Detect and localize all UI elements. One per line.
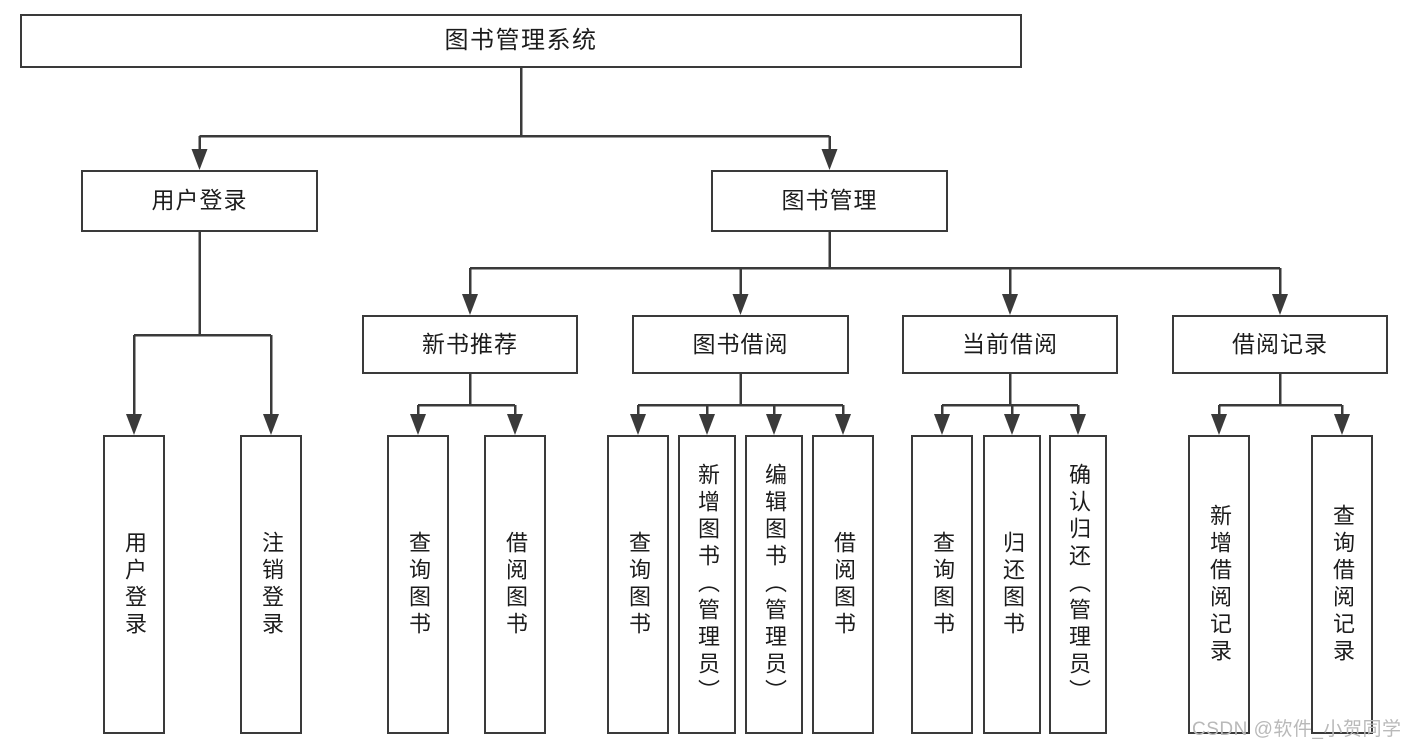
leaf-confirm-return[interactable]: 确认归还（管理员） [1049, 435, 1107, 734]
leaf-query-book-1-label: 查询图书 [406, 530, 431, 639]
leaf-query-book-1[interactable]: 查询图书 [387, 435, 449, 734]
leaf-borrow-book-2-label: 借阅图书 [831, 530, 856, 639]
node-current-borrow[interactable]: 当前借阅 [902, 315, 1118, 374]
leaf-user-login[interactable]: 用户登录 [103, 435, 165, 734]
leaf-add-record[interactable]: 新增借阅记录 [1188, 435, 1250, 734]
leaf-add-book-label: 新增图书（管理员） [695, 463, 720, 706]
leaf-return-book[interactable]: 归还图书 [983, 435, 1041, 734]
node-book-borrow[interactable]: 图书借阅 [632, 315, 849, 374]
node-new-book-rec[interactable]: 新书推荐 [362, 315, 578, 374]
leaf-edit-book[interactable]: 编辑图书（管理员） [745, 435, 803, 734]
watermark: CSDN @软件_小贺同学 [1192, 719, 1402, 740]
leaf-return-book-label: 归还图书 [1000, 530, 1025, 639]
leaf-add-record-label: 新增借阅记录 [1207, 503, 1232, 666]
leaf-query-book-3-label: 查询图书 [930, 530, 955, 639]
leaf-query-record-label: 查询借阅记录 [1330, 503, 1355, 666]
leaf-borrow-book-2[interactable]: 借阅图书 [812, 435, 874, 734]
leaf-query-book-3[interactable]: 查询图书 [911, 435, 973, 734]
node-root-label: 图书管理系统 [444, 26, 598, 54]
node-book-borrow-label: 图书借阅 [692, 330, 789, 357]
leaf-query-book-2[interactable]: 查询图书 [607, 435, 669, 734]
node-current-borrow-label: 当前借阅 [962, 330, 1058, 357]
leaf-user-logout[interactable]: 注销登录 [240, 435, 302, 734]
leaf-borrow-book-1-label: 借阅图书 [503, 530, 528, 639]
node-user-login[interactable]: 用户登录 [81, 170, 318, 232]
node-borrow-record-label: 借阅记录 [1232, 330, 1328, 357]
leaf-add-book[interactable]: 新增图书（管理员） [678, 435, 736, 734]
leaf-borrow-book-1[interactable]: 借阅图书 [484, 435, 546, 734]
leaf-user-login-label: 用户登录 [122, 530, 147, 639]
leaf-query-record[interactable]: 查询借阅记录 [1311, 435, 1373, 734]
node-new-book-rec-label: 新书推荐 [422, 330, 518, 357]
node-book-manage[interactable]: 图书管理 [711, 170, 948, 232]
node-book-manage-label: 图书管理 [781, 187, 878, 214]
leaf-confirm-return-label: 确认归还（管理员） [1066, 463, 1091, 706]
leaf-query-book-2-label: 查询图书 [626, 530, 651, 639]
leaf-user-logout-label: 注销登录 [259, 530, 284, 639]
node-user-login-label: 用户登录 [151, 187, 248, 214]
node-borrow-record[interactable]: 借阅记录 [1172, 315, 1388, 374]
leaf-edit-book-label: 编辑图书（管理员） [762, 463, 787, 706]
node-root[interactable]: 图书管理系统 [20, 14, 1022, 68]
